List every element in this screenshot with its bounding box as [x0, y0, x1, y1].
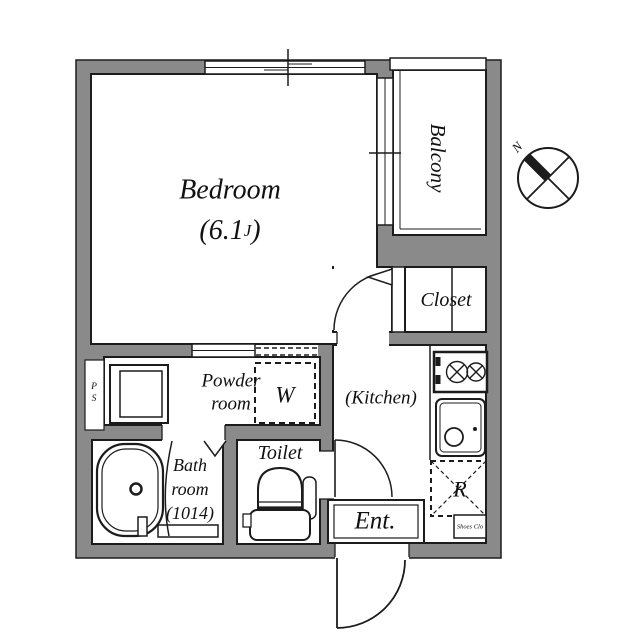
- nook-open-top: [334, 265, 376, 270]
- balcony-sliding-window-icon: [369, 77, 401, 226]
- bedroom-door-swing-icon: [333, 267, 393, 331]
- balcony-railing-icon: [389, 57, 487, 71]
- dashed-halfwall-icon: [256, 347, 318, 356]
- entrance-label: Ent.: [354, 508, 396, 535]
- washer-space-icon: [254, 362, 316, 424]
- bathroom-label-line1: Bath: [173, 455, 207, 475]
- bedroom-label: Bedroom: [179, 175, 281, 206]
- kitchen-label: (Kitchen): [345, 388, 417, 409]
- entrance-box: [327, 499, 425, 544]
- balcony-floor-lines: [399, 70, 481, 230]
- powder-room-label-line2: room: [211, 394, 250, 415]
- entrance-door-swing-icon: [336, 558, 406, 629]
- vanity-sink-icon: [109, 364, 169, 424]
- shoe-closet-label: Shoes Clo: [457, 524, 484, 531]
- toilet-icon: [242, 466, 317, 541]
- opening-above-washer: [255, 345, 318, 356]
- nook-open-left: [331, 269, 337, 330]
- washer-space-label: W: [275, 383, 296, 408]
- refrigerator-space-label: R: [452, 477, 467, 502]
- toilet-door-swing-icon: [334, 439, 393, 498]
- shoe-closet-box: [453, 514, 487, 539]
- closet-label: Closet: [420, 289, 472, 311]
- bathroom-label-line2: room: [171, 479, 208, 499]
- bathroom-folding-door-icon: [164, 440, 227, 537]
- top-window-icon: [204, 49, 366, 86]
- bedroom-size-label: (6.1J): [199, 215, 260, 246]
- kitchen-sink-icon: [435, 398, 486, 457]
- wall-openings: [162, 265, 409, 559]
- pipe-space-box: [84, 359, 105, 431]
- compass-icon: N: [508, 138, 579, 209]
- doorway-bedroom-hall: [337, 330, 389, 347]
- pipe-space-label-line1: P: [90, 382, 97, 392]
- doorway-bathroom: [162, 424, 225, 441]
- balcony-label: Balcony: [426, 124, 450, 193]
- labels-layer: Bedroom (6.1J) Balcony Closet Powder roo…: [90, 124, 484, 535]
- bathtub-icon: [95, 442, 165, 538]
- bathroom-label-line3: (1014): [166, 503, 214, 524]
- doorway-toilet: [317, 451, 336, 499]
- toilet-label: Toilet: [258, 442, 303, 464]
- closet-room: [404, 266, 487, 333]
- doorway-entrance: [335, 544, 409, 559]
- windows-layer: [191, 49, 487, 358]
- powder-room-label-line1: Powder: [200, 371, 261, 392]
- fixtures-layer: [95, 345, 489, 541]
- doors-layer: [333, 267, 406, 629]
- pipe-space-label-line2: S: [92, 394, 97, 404]
- stove-icon: [432, 350, 489, 394]
- shower-fixture-icon: [137, 516, 219, 538]
- closet-partition-wall: [391, 266, 406, 333]
- powder-sliding-door-icon: [191, 343, 256, 358]
